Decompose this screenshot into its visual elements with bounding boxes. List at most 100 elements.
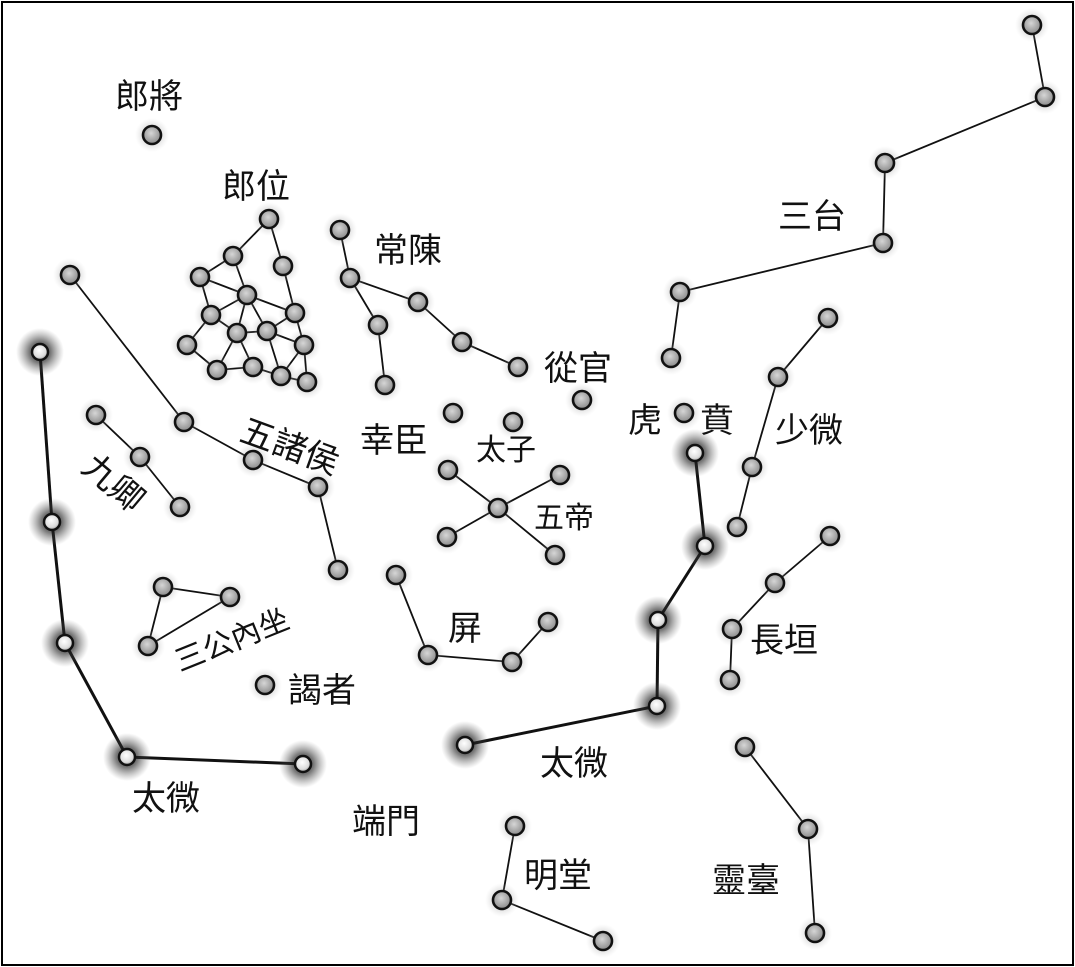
star-dot [673, 402, 695, 424]
star-dot [226, 322, 248, 344]
star-changchen [501, 350, 535, 384]
star-lingtai [791, 812, 825, 846]
star-dot [339, 267, 361, 289]
star-langwei [183, 260, 217, 294]
star-dot [455, 735, 475, 755]
star-wuzhuhou [167, 405, 201, 439]
star-langwei [252, 202, 286, 236]
star-langwei [230, 278, 264, 312]
constellation-line-mingtang [501, 899, 604, 942]
star-dot [42, 512, 62, 532]
star-dot [819, 525, 841, 547]
star-dot [504, 815, 526, 837]
star-jiuqing [163, 490, 197, 524]
star-changchen [368, 368, 402, 402]
star-dot [741, 456, 763, 478]
star-santai [663, 275, 697, 309]
label-yezhe: 謁者 [288, 671, 356, 711]
star-dot [721, 618, 743, 640]
constellation-line-taiwei_left [38, 351, 54, 523]
star-dot [258, 208, 280, 230]
star-dot [1021, 14, 1043, 36]
star-dot [648, 610, 668, 630]
star-dot [417, 644, 439, 666]
star-santai [868, 146, 902, 180]
star-jiuqing [123, 440, 157, 474]
star-changyuan [758, 566, 792, 600]
star-sangong [213, 580, 247, 614]
star-changyuan [813, 519, 847, 553]
star-dot [767, 366, 789, 388]
label-ping: 屏 [448, 609, 482, 649]
label-lingtai: 靈臺 [712, 861, 780, 901]
star-langwei [220, 316, 254, 350]
label-santai: 三台 [778, 197, 846, 237]
star-dot [804, 922, 826, 944]
star-langjiang [135, 118, 169, 152]
star-wudi [481, 491, 515, 525]
star-ping [531, 605, 565, 639]
constellation-line-taiwei_right [464, 704, 658, 747]
star-dot [501, 651, 523, 673]
star-changchen [323, 213, 357, 247]
star-santai [1028, 80, 1062, 114]
star-dot [137, 635, 159, 657]
star-changchen [445, 325, 479, 359]
star-dot [502, 411, 524, 433]
star-dot [173, 411, 195, 433]
star-ping [379, 558, 413, 592]
star-dot [206, 359, 228, 381]
constellation-line-taiwei_left [126, 755, 304, 766]
star-dot [129, 446, 151, 468]
star-sangong [131, 629, 165, 663]
star-shaowei [761, 360, 795, 394]
star-wudi [430, 520, 464, 554]
label-wudi: 五帝 [534, 501, 594, 536]
star-dot [719, 669, 741, 691]
star-dot [284, 302, 306, 324]
star-dot [437, 459, 459, 481]
star-taizi [496, 405, 530, 439]
star-lingtai [798, 916, 832, 950]
constellation-line-wuzhuhou [69, 274, 185, 423]
constellation-line-santai [679, 242, 884, 293]
star-dot [270, 365, 292, 387]
star-dot [293, 334, 315, 356]
star-dot [367, 314, 389, 336]
label-changyuan: 長垣 [750, 621, 818, 661]
star-dot [549, 464, 571, 486]
star-wuzhuhou [321, 553, 355, 587]
star-xingchen [436, 396, 470, 430]
star-ping [411, 638, 445, 672]
star-dot [219, 586, 241, 608]
star-dot [487, 497, 509, 519]
label-taiwei_left: 太微 [132, 779, 200, 819]
star-changchen [361, 308, 395, 342]
label-langwei: 郎位 [222, 167, 290, 207]
star-sangong [146, 570, 180, 604]
star-changyuan [715, 612, 749, 646]
star-dot [685, 443, 705, 463]
star-langwei [264, 359, 298, 393]
star-langwei [290, 365, 324, 399]
label-huben-part2: 賁 [700, 401, 734, 441]
star-congguan [565, 383, 599, 417]
star-dot [669, 281, 691, 303]
star-dot [189, 266, 211, 288]
star-dot [872, 232, 894, 254]
star-dot [374, 374, 396, 396]
star-taiwei_left [41, 619, 89, 667]
star-dot [726, 516, 748, 538]
star-dot [695, 536, 715, 556]
star-dot [256, 320, 278, 342]
star-langwei [194, 298, 228, 332]
star-taiwei_left [103, 733, 151, 781]
star-dot [385, 564, 407, 586]
constellation-line-lingtai [807, 828, 816, 934]
star-taiwei_right [671, 429, 719, 477]
star-dot [55, 633, 75, 653]
star-changchen [401, 285, 435, 319]
label-duanmen: 端門 [352, 802, 420, 842]
